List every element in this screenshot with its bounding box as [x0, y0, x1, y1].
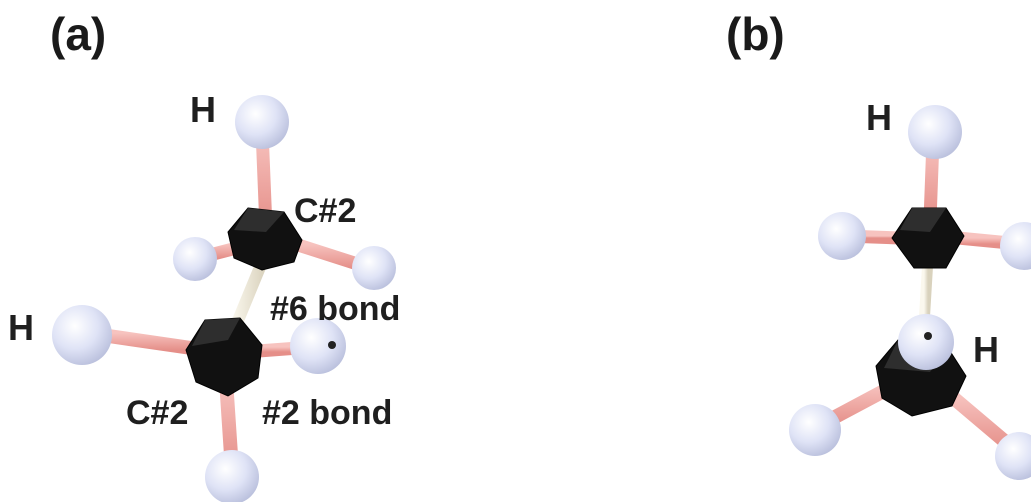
- label-a-bond-2: #2 bond: [262, 394, 392, 432]
- hydrogen-a-right: [290, 318, 346, 374]
- hydrogen-b-top: [908, 105, 962, 159]
- carbon-a-top-highlight: [234, 208, 284, 232]
- panel-b-label: (b): [726, 8, 785, 60]
- hydrogen-b-bottom-left: [789, 404, 841, 456]
- hydrogen-b-front-hole: [924, 332, 932, 340]
- hydrogen-a-right-hole: [328, 341, 336, 349]
- hydrogen-b-bottom-right: [995, 432, 1031, 480]
- label-a-c-top: C#2: [294, 192, 356, 230]
- hydrogen-b-front: [898, 314, 954, 370]
- hydrogen-b-right: [1000, 222, 1031, 270]
- carbon-a-bottom-highlight: [192, 318, 240, 346]
- hydrogen-a-left: [52, 305, 112, 365]
- hydrogen-a-top: [235, 95, 289, 149]
- label-a-c-bottom: C#2: [126, 394, 188, 432]
- carbon-b-top-highlight: [900, 208, 946, 232]
- hydrogen-b-left: [818, 212, 866, 260]
- hydrogen-a-bottom: [205, 450, 259, 502]
- label-a-bond-6: #6 bond: [270, 290, 400, 328]
- hydrogen-a-top-right: [352, 246, 396, 290]
- label-b-h-mid: H: [973, 329, 999, 370]
- label-b-h-top: H: [866, 97, 892, 138]
- panel-a: (a) H C#2 #6 bond H C#2 #2 bond: [8, 8, 400, 502]
- label-a-h-top: H: [190, 89, 216, 130]
- panel-b: (b) H H: [726, 8, 1031, 480]
- hydrogen-a-top-left: [173, 237, 217, 281]
- panel-a-label: (a): [50, 8, 106, 60]
- label-a-h-left: H: [8, 307, 34, 348]
- bond-b-cc-white: [918, 252, 934, 331]
